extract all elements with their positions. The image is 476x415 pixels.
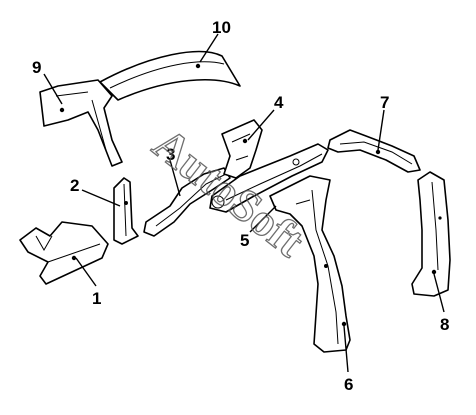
leader-3 (169, 159, 181, 197)
part-10-roof-rail (99, 50, 241, 101)
callout-8: 8 (440, 315, 449, 334)
callout-9: 9 (32, 58, 41, 77)
leader-1 (75, 257, 97, 287)
leader-7 (377, 109, 385, 151)
part-7-rail (327, 129, 421, 173)
callout-1: 1 (92, 289, 101, 308)
leader-5 (249, 205, 277, 233)
leader-10 (199, 33, 219, 63)
part-3-reinforcement (143, 167, 231, 237)
callout-3: 3 (166, 145, 175, 164)
leader-lines (43, 33, 445, 373)
part-5-rail (209, 143, 329, 213)
part-8-c-pillar (411, 171, 451, 297)
leader-6 (343, 325, 349, 373)
callout-4: 4 (274, 93, 284, 112)
callout-10: 10 (212, 18, 231, 37)
part-1-floor-bracket (19, 221, 109, 285)
leader-8 (433, 273, 445, 313)
part-9-pillar-upper (39, 79, 123, 167)
callout-7: 7 (380, 93, 389, 112)
leader-4 (247, 109, 275, 141)
callout-2: 2 (70, 176, 79, 195)
leader-9 (43, 73, 63, 105)
callout-5: 5 (240, 231, 249, 250)
leader-2 (81, 189, 121, 207)
part-2-bracket (113, 177, 139, 245)
callout-6: 6 (344, 375, 353, 394)
